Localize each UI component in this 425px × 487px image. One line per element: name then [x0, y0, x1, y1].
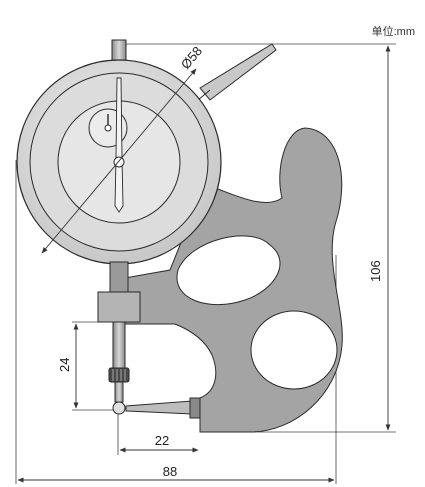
spindle-tip [114, 381, 124, 403]
lever-link [197, 89, 211, 101]
anvil-clamp [189, 397, 201, 419]
unit-label: 单位:mm [372, 24, 415, 38]
dial-diameter-line [41, 68, 197, 254]
contact-point [112, 401, 126, 415]
knurl-lines [112, 369, 126, 381]
spindle-knurl [108, 367, 130, 383]
stem-collar [97, 291, 141, 323]
lifting-lever [199, 43, 277, 101]
frame-cutout-lower [250, 310, 338, 390]
width-dimension-label: 88 [163, 464, 177, 479]
frame-cutout-upper [176, 235, 281, 306]
anvil-arm [125, 400, 193, 415]
dial-neck [109, 261, 129, 293]
height-dimension-label: 106 [368, 260, 383, 282]
counter-pivot [104, 124, 112, 132]
spindle [112, 321, 126, 369]
anvil-offset-dimension-label: 22 [155, 433, 169, 448]
dial-diameter-label: Ø58 [178, 43, 205, 71]
stroke-dimension-label: 24 [57, 358, 72, 372]
